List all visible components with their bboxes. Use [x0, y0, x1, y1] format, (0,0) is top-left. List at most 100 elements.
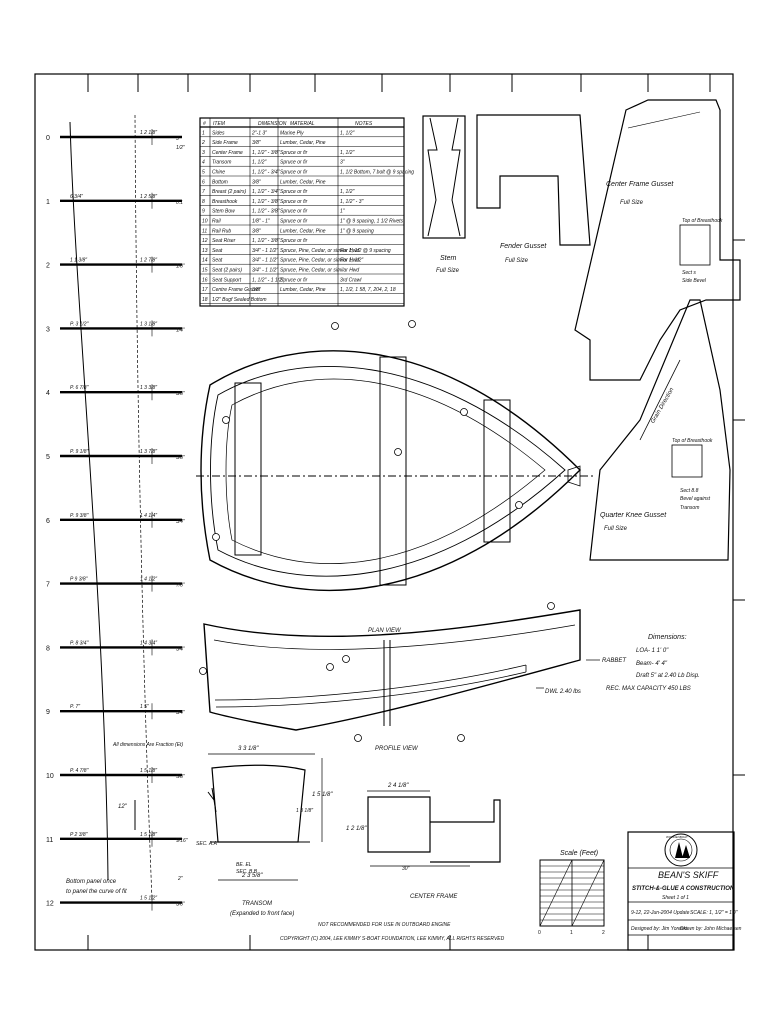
bom-row-material: Spruce or fir — [280, 160, 308, 166]
bom-header: # — [203, 121, 206, 127]
bom-row-material: Lumber, Cedar, Pine — [280, 228, 326, 234]
station-number: 4 — [46, 390, 50, 397]
bom-row-note: 1, 1/2 Bottom, 7 bolt @ 9 spacing — [340, 170, 414, 176]
bom-row-note: 1" @ 9 spacing — [340, 228, 374, 234]
bevel-1: BE. EL — [236, 862, 252, 868]
bom-row-dimension: 1/8" - 1" — [252, 219, 270, 225]
scale-1: 1 — [570, 930, 573, 936]
sheet-number: Sheet 1 of 1 — [662, 895, 689, 901]
bom-row-item: Centre Frame Gusset — [212, 287, 261, 293]
bom-row-item: Transom — [212, 160, 231, 166]
scale-2: 2 — [602, 930, 605, 936]
offset-curve-sheer — [134, 114, 153, 901]
bom-row-number: 9 — [202, 209, 205, 215]
sect2-a: Sect 8.8 — [680, 488, 699, 494]
station-edge-offset: 3/8" — [176, 391, 185, 397]
bom-row-number: 17 — [202, 287, 208, 293]
center-frame-drawing: 2 4 1/8" 1 2 1/8" 30" CENTER FRAME — [346, 783, 501, 900]
dwl-label: DWL 2.40 lbs — [545, 689, 581, 695]
bom-row-number: 3 — [202, 150, 205, 156]
station-right-offset: 1 2 1/8" — [140, 130, 157, 136]
qkg-label: Quarter Knee Gusset — [600, 512, 667, 519]
transom-dim-side2: 1 3 1/8" — [296, 808, 313, 814]
bom-row-material: Spruce or fir — [280, 189, 308, 195]
bom-row-item: Seat Riser — [212, 238, 236, 244]
bom-row-item: Rail — [212, 219, 222, 225]
bom-row-material: Spruce or fir — [280, 277, 308, 283]
bom-row-item: Chine — [212, 170, 225, 176]
sect1-b: Side Bevel — [682, 278, 707, 284]
station-left-offset: P. 3 1/2" — [70, 321, 89, 327]
bom-row-dimension: 3/8" — [252, 228, 261, 234]
qkg-sub: Full Size — [604, 526, 628, 532]
bom-row-item: Stem Bow — [212, 209, 235, 215]
bom-row-item: Seat — [212, 248, 223, 254]
bom-header: DIMENSION — [258, 121, 287, 127]
bom-row-material: Spruce, Pine, Cedar, or similar Hwd — [280, 258, 359, 264]
bom-row-note: For 1, 1/2" — [340, 258, 363, 264]
station-right-offset: 1 4 1/2" — [140, 577, 157, 583]
station-edge-offset: 1/4" — [176, 327, 185, 333]
bom-row-number: 7 — [202, 189, 205, 195]
stem-pattern: Stem Full Size — [422, 115, 466, 274]
bom-row-dimension: 3/4" - 1 1/2" — [252, 258, 278, 264]
sect1-title: Top of Breasthook — [682, 218, 723, 224]
cf-dim-top: 2 4 1/8" — [387, 783, 409, 789]
bom-row-dimension: 3/8" — [252, 179, 261, 185]
cfg-label: Center Frame Gusset — [606, 181, 674, 188]
bom-row-note: 3" — [340, 160, 345, 166]
bottom-z: 2" — [177, 876, 183, 882]
bom-row-number: 12 — [202, 238, 208, 244]
sect1-a: Sect s — [682, 270, 696, 276]
offset-curve-bottom — [69, 121, 109, 881]
grain-label: Grain Direction — [650, 386, 676, 424]
station-number: 0 — [46, 135, 50, 142]
fender-label: Fender Gusset — [500, 243, 547, 250]
station-right-offset: 1 4 3/4" — [140, 640, 157, 646]
scale-0: 0 — [538, 930, 541, 936]
station-left-offset: P 9 3/8" — [70, 577, 88, 583]
bom-row-dimension: 3/8" — [252, 287, 261, 293]
bom-row-item: Sides — [212, 130, 225, 136]
bom-row-item: 1/2" Bugf Sealed Bottom — [212, 297, 267, 303]
bom-row-number: 1 — [202, 130, 205, 136]
transom-dim-top: 3 3 1/8" — [238, 746, 259, 752]
station-right-offset: 1 3 7/8" — [140, 449, 157, 455]
bom-row-dimension: 1, 1/2" - 1 1/2" — [252, 277, 284, 283]
profile-view-label: PROFILE VIEW — [375, 746, 419, 752]
bottom-note-1: Bottom panel once — [66, 879, 117, 885]
bom-row-item: Side Frame — [212, 140, 238, 146]
station-edge-offset: 0.1 — [176, 200, 183, 206]
station-number: 9 — [46, 709, 50, 716]
station-number: 8 — [46, 645, 50, 652]
plan-view-label: PLAN VIEW — [368, 628, 402, 634]
bom-row-note: For 1, 1/2 @ 9 spacing — [340, 248, 391, 254]
bom-row-dimension: 1, 1/2" — [252, 160, 267, 166]
bom-row-item: Seat Support — [212, 277, 242, 283]
dimensions-block: Dimensions: LOA- 1 1' 0" Beam- 4' 4" Dra… — [606, 634, 700, 692]
bom-row-item: Seat (2 pairs) — [212, 268, 242, 274]
transom-dim-bottom: 2 3 5/8" — [241, 873, 263, 879]
bottom-note-2: to panel the curve of fit — [66, 889, 127, 895]
bom-row-material: Spruce or fir — [280, 199, 308, 205]
station-number: 1 — [46, 199, 50, 206]
stem-sub: Full Size — [436, 268, 460, 274]
bom-row-number: 18 — [202, 297, 208, 303]
station-right-offset: 1 5 1/8" — [140, 832, 157, 838]
transom-label: TRANSOM — [242, 901, 272, 907]
bom-row-number: 14 — [202, 258, 208, 264]
station-right-offset: 1 5" — [140, 704, 149, 710]
cfg-sub: Full Size — [620, 200, 644, 206]
station-left-offset: P. 4 7/8" — [70, 768, 89, 774]
station-left-offset: P. 7" — [70, 704, 80, 710]
transom-sub: (Expanded to front face) — [230, 911, 294, 917]
bom-row-number: 5 — [202, 170, 205, 176]
bom-row-dimension: 3/4" - 1 1/2" — [252, 268, 278, 274]
station-right-offset: 1 2 7/8" — [140, 258, 157, 264]
boat-name: BEAN'S SKIFF — [658, 870, 719, 880]
not-recommended: NOT RECOMMENDED FOR USE IN OUTBOARD ENGI… — [318, 922, 451, 928]
center-frame-gusset: Center Frame Gusset Full Size Top of Bre… — [574, 99, 741, 381]
bom-row-material: Spruce or fir — [280, 219, 308, 225]
